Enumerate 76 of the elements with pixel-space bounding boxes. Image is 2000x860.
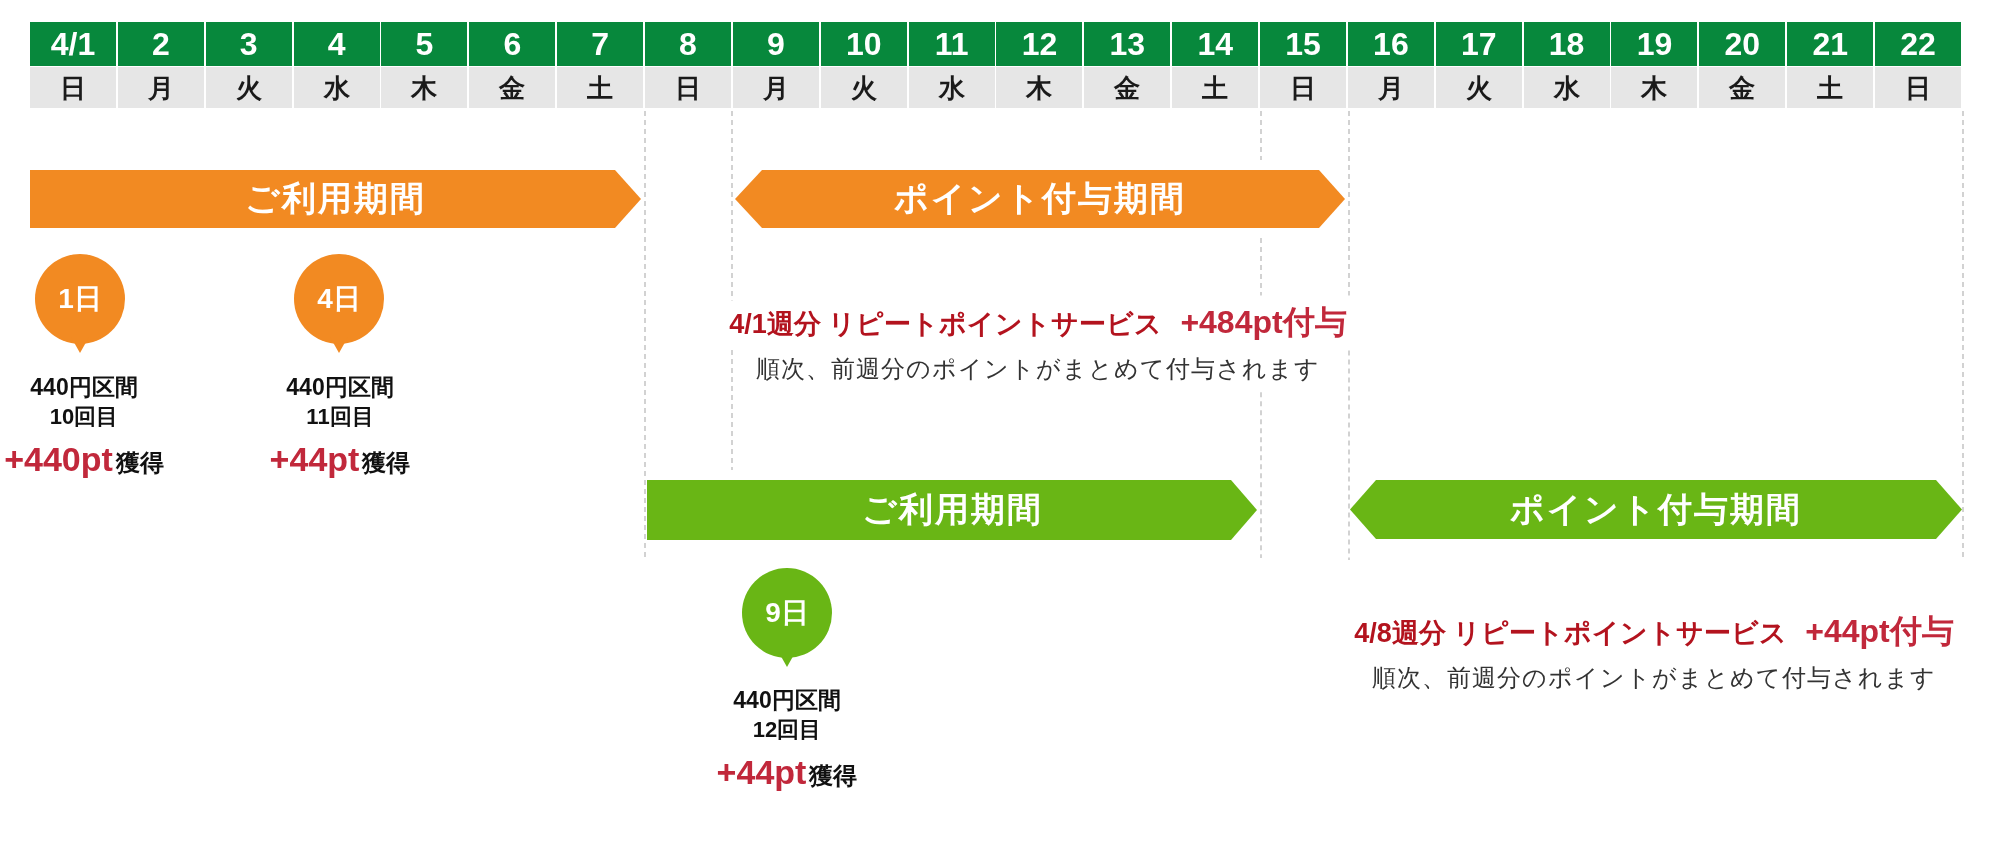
period-banner (30, 170, 641, 228)
date-cell: 6 (469, 22, 556, 66)
weekday-cell: 木 (381, 67, 468, 108)
points-amount: +484pt付与 (1180, 305, 1347, 341)
weekday-cell: 木 (1611, 67, 1698, 108)
weekday-cell: 金 (469, 67, 556, 108)
banner-label: ポイント付与期間 (894, 180, 1186, 218)
service-points-text: 4/8週分 リピートポイントサービス (1354, 619, 1788, 650)
weekday-cell: 日 (1875, 67, 1962, 108)
date-cell: 20 (1699, 22, 1786, 66)
points-amount: +44pt付与 (1805, 614, 1954, 650)
weekday-cell: 火 (820, 67, 907, 108)
date-cell: 7 (557, 22, 644, 66)
points-amount: +440pt (4, 441, 113, 479)
points-earned-text: 獲得 (362, 450, 411, 477)
weekday-cell: 木 (996, 67, 1083, 108)
date-cell: 5 (381, 22, 468, 66)
day-bubble (294, 254, 384, 353)
weekday-cell: 土 (1787, 67, 1874, 108)
date-cell: 9 (732, 22, 819, 66)
date-cell: 8 (645, 22, 731, 66)
fare-section-text: 440円区間 (733, 688, 841, 714)
date-cell: 4/1 (30, 22, 116, 66)
period-banner (735, 170, 1345, 228)
weekday-cell: 月 (732, 67, 819, 108)
banner-label: ご利用期間 (861, 491, 1043, 529)
points-earned-text: 獲得 (115, 450, 164, 477)
date-cell: 10 (820, 22, 907, 66)
bubble-label: 4日 (317, 283, 361, 315)
date-cell: 16 (1347, 22, 1434, 66)
note-text: 順次、前週分のポイントがまとめて付与されます (756, 355, 1320, 383)
date-cell: 22 (1875, 22, 1962, 66)
weekday-cell: 水 (908, 67, 995, 108)
weekday-cell: 日 (30, 67, 116, 108)
period-banner (1350, 480, 1962, 539)
fare-section-text: 440円区間 (286, 375, 394, 401)
ride-count-text: 12回目 (752, 717, 822, 743)
weekday-cell: 日 (1260, 67, 1347, 108)
banner-label: ご利用期間 (245, 180, 426, 218)
date-cell: 19 (1611, 22, 1698, 66)
date-cell: 4 (293, 22, 380, 66)
ride-count-text: 11回目 (306, 404, 374, 430)
bubble-label: 9日 (765, 597, 809, 629)
weekday-cell: 火 (205, 67, 292, 108)
ride-count-text: 10回目 (49, 404, 119, 430)
weekday-cell: 土 (557, 67, 644, 108)
date-cell: 18 (1523, 22, 1610, 66)
bubble-label: 1日 (58, 283, 102, 315)
day-bubble (742, 568, 832, 667)
date-cell: 13 (1084, 22, 1171, 66)
weekday-cell: 火 (1435, 67, 1522, 108)
banner-label: ポイント付与期間 (1510, 490, 1802, 529)
date-cell: 15 (1260, 22, 1347, 66)
date-cell: 14 (1172, 22, 1259, 66)
weekday-cell: 水 (293, 67, 380, 108)
points-earned-text: 獲得 (809, 763, 858, 790)
date-cell: 17 (1435, 22, 1522, 66)
period-banner (647, 480, 1257, 540)
weekday-cell: 水 (1523, 67, 1610, 108)
fare-section-text: 440円区間 (30, 375, 138, 401)
weekday-cell: 金 (1699, 67, 1786, 108)
weekday-cell: 土 (1172, 67, 1259, 108)
day-bubble (35, 254, 125, 353)
service-points-text: 4/1週分 リピートポイントサービス (729, 310, 1163, 341)
date-cell: 11 (908, 22, 995, 66)
points-amount: +44pt (269, 441, 360, 479)
weekday-cell: 金 (1084, 67, 1171, 108)
date-cell: 2 (117, 22, 204, 66)
date-cell: 12 (996, 22, 1083, 66)
points-amount: +44pt (716, 754, 807, 792)
date-cell: 21 (1787, 22, 1874, 66)
weekday-cell: 月 (1347, 67, 1434, 108)
weekday-cell: 月 (117, 67, 204, 108)
note-text: 順次、前週分のポイントがまとめて付与されます (1372, 664, 1936, 692)
weekday-cell: 日 (645, 67, 731, 108)
date-cell: 3 (205, 22, 292, 66)
